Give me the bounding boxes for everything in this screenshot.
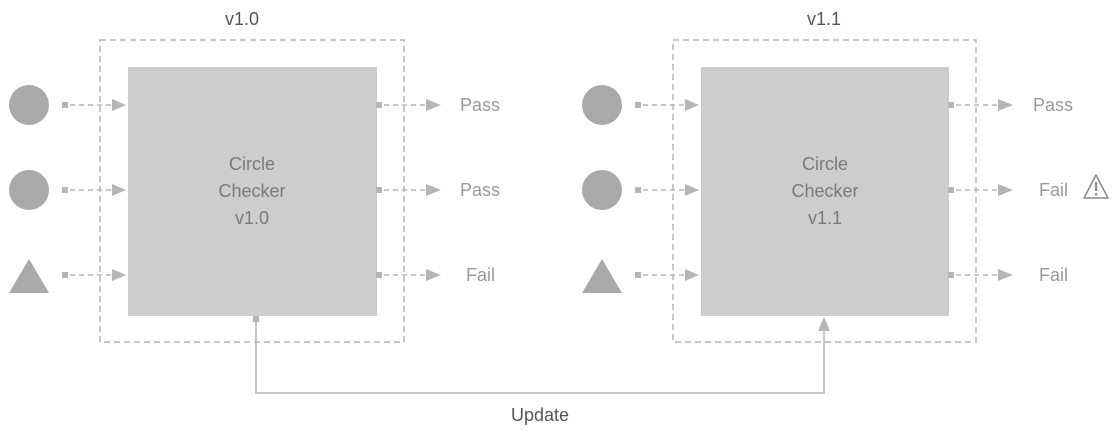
warning-icon <box>1083 174 1109 199</box>
arrowhead-icon <box>426 269 441 281</box>
arrowhead-icon <box>685 99 699 111</box>
arrowhead-icon <box>998 269 1013 281</box>
arrowhead-icon <box>426 99 441 111</box>
arrowhead-icon <box>112 99 126 111</box>
input-port <box>635 102 641 108</box>
output-port <box>948 102 954 108</box>
checker-label-line-3: v1.1 <box>808 208 842 228</box>
arrowhead-icon <box>685 269 699 281</box>
circle-shape-icon <box>582 85 622 125</box>
arrowhead-icon <box>426 184 441 196</box>
input-port <box>62 102 68 108</box>
version-label: v1.1 <box>807 9 841 29</box>
checker-label-line-1: Circle <box>229 154 275 174</box>
checker-label-line-1: Circle <box>802 154 848 174</box>
output-row: Pass <box>376 180 500 200</box>
arrowhead-icon <box>112 269 126 281</box>
input-row <box>582 170 699 210</box>
connector-port <box>253 316 259 322</box>
arrowhead-icon <box>112 184 126 196</box>
output-label: Fail <box>1039 180 1068 200</box>
triangle-shape-icon <box>9 259 49 293</box>
input-row <box>9 85 126 125</box>
input-port <box>635 272 641 278</box>
input-row <box>9 259 126 293</box>
input-port <box>62 272 68 278</box>
update-connector: Update <box>253 316 830 425</box>
input-row <box>9 170 126 210</box>
output-row: Fail <box>948 265 1068 285</box>
output-port <box>376 187 382 193</box>
output-row: Pass <box>948 95 1073 115</box>
output-label: Pass <box>460 180 500 200</box>
input-row <box>582 259 699 293</box>
arrowhead-icon <box>818 317 830 331</box>
version-group-v1-0: v1.0 Circle Checker v1.0 <box>9 9 500 343</box>
output-port <box>376 272 382 278</box>
arrowhead-icon <box>998 184 1013 196</box>
output-row: Pass <box>376 95 500 115</box>
output-port <box>376 102 382 108</box>
output-row: Fail <box>948 174 1109 200</box>
update-label: Update <box>511 405 569 425</box>
input-row <box>582 85 699 125</box>
checker-label-line-2: Checker <box>218 181 285 201</box>
circle-shape-icon <box>9 170 49 210</box>
checker-label-line-3: v1.0 <box>235 208 269 228</box>
version-frame <box>99 39 405 343</box>
arrowhead-icon <box>998 99 1013 111</box>
circle-shape-icon <box>582 170 622 210</box>
version-frame <box>672 39 977 343</box>
output-label: Fail <box>466 265 495 285</box>
output-port <box>948 187 954 193</box>
version-label: v1.0 <box>225 9 259 29</box>
output-port <box>948 272 954 278</box>
checker-box <box>128 67 377 316</box>
output-label: Pass <box>460 95 500 115</box>
circle-shape-icon <box>9 85 49 125</box>
input-port <box>62 187 68 193</box>
update-connector-line <box>255 322 825 394</box>
input-port <box>635 187 641 193</box>
checker-label-line-2: Checker <box>791 181 858 201</box>
output-label: Fail <box>1039 265 1068 285</box>
output-row: Fail <box>376 265 495 285</box>
output-label: Pass <box>1033 95 1073 115</box>
triangle-shape-icon <box>582 259 622 293</box>
version-group-v1-1: v1.1 Circle Checker v1.1 <box>582 9 1109 343</box>
arrowhead-icon <box>685 184 699 196</box>
checker-box <box>701 67 949 316</box>
